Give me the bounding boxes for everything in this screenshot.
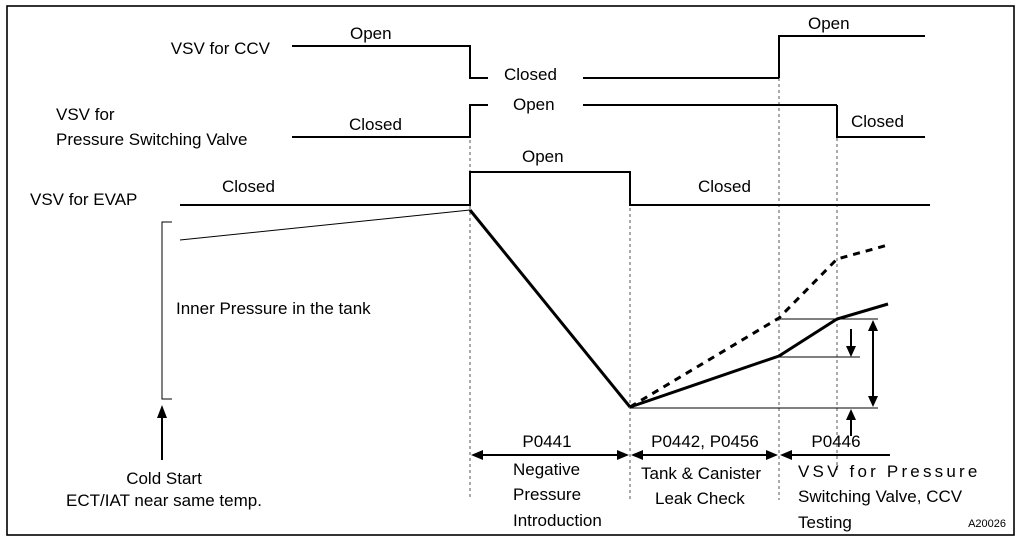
ccv-state-closed: Closed [504, 65, 557, 84]
cold-start-arrow-head [157, 405, 167, 418]
phase-3-span-head-left [780, 450, 792, 460]
phase-1-span-head-right [617, 450, 629, 460]
measure-arrow-up-head [846, 409, 856, 420]
diagram-frame [6, 5, 1015, 536]
ccv-state-open-2: Open [808, 14, 850, 33]
psv-signal-label-line2: Pressure Switching Valve [56, 130, 248, 149]
ccv-state-open-1: Open [350, 24, 392, 43]
phase-2-code: P0442, P0456 [651, 432, 759, 451]
pressure-label: Inner Pressure in the tank [176, 299, 371, 318]
psv-state-closed-2: Closed [851, 112, 904, 131]
figure-id: A20026 [968, 518, 1006, 530]
phase-1-desc-line2: Pressure [513, 485, 581, 504]
ccv-reopen-line [778, 35, 925, 78]
phase-1-span-head-left [471, 450, 483, 460]
ccv-signal-line [292, 45, 488, 79]
measure-arrow-large-head-top [868, 320, 878, 331]
evap-signal-label: VSV for EVAP [30, 190, 137, 209]
psv-signal-label-line1: VSV for [56, 105, 115, 124]
evap-state-closed-2: Closed [698, 177, 751, 196]
phase-1-code: P0441 [522, 432, 571, 451]
phase-3-desc-line3: Testing [798, 513, 852, 532]
phase-2-desc-line1: Tank & Canister [641, 464, 761, 483]
psv-signal-line [292, 104, 488, 138]
phase-2-desc-line2: Leak Check [655, 489, 745, 508]
psv-state-closed-1: Closed [349, 115, 402, 134]
phase-1-desc-line3: Introduction [513, 511, 602, 530]
psv-state-open: Open [513, 95, 555, 114]
evap-state-open: Open [522, 147, 564, 166]
measure-arrow-small-head [846, 346, 856, 357]
cold-start-label-line2: ECT/IAT near same temp. [66, 491, 262, 510]
pressure-initial-rise [179, 209, 471, 241]
pressure-leak-dashed-line [629, 243, 889, 409]
phase-3-code: P0446 [811, 432, 860, 451]
phase-2-span-head-left [631, 450, 643, 460]
psv-close-line [836, 105, 925, 138]
evap-state-closed-1: Closed [222, 177, 275, 196]
phase-3-desc-line2: Switching Valve, CCV [798, 487, 963, 506]
evap-signal-line [180, 171, 930, 206]
phase-2-span-head-right [766, 450, 778, 460]
ccv-signal-label: VSV for CCV [171, 39, 271, 58]
pressure-bracket [161, 221, 172, 400]
phase-1-desc-line1: Negative [513, 460, 580, 479]
pressure-drop-line [468, 209, 632, 408]
cold-start-label-line1: Cold Start [126, 469, 202, 488]
phase-3-desc-line1: VSV for Pressure [798, 462, 981, 481]
measure-arrow-large-head-bottom [868, 396, 878, 407]
pressure-normal-line [629, 302, 889, 409]
